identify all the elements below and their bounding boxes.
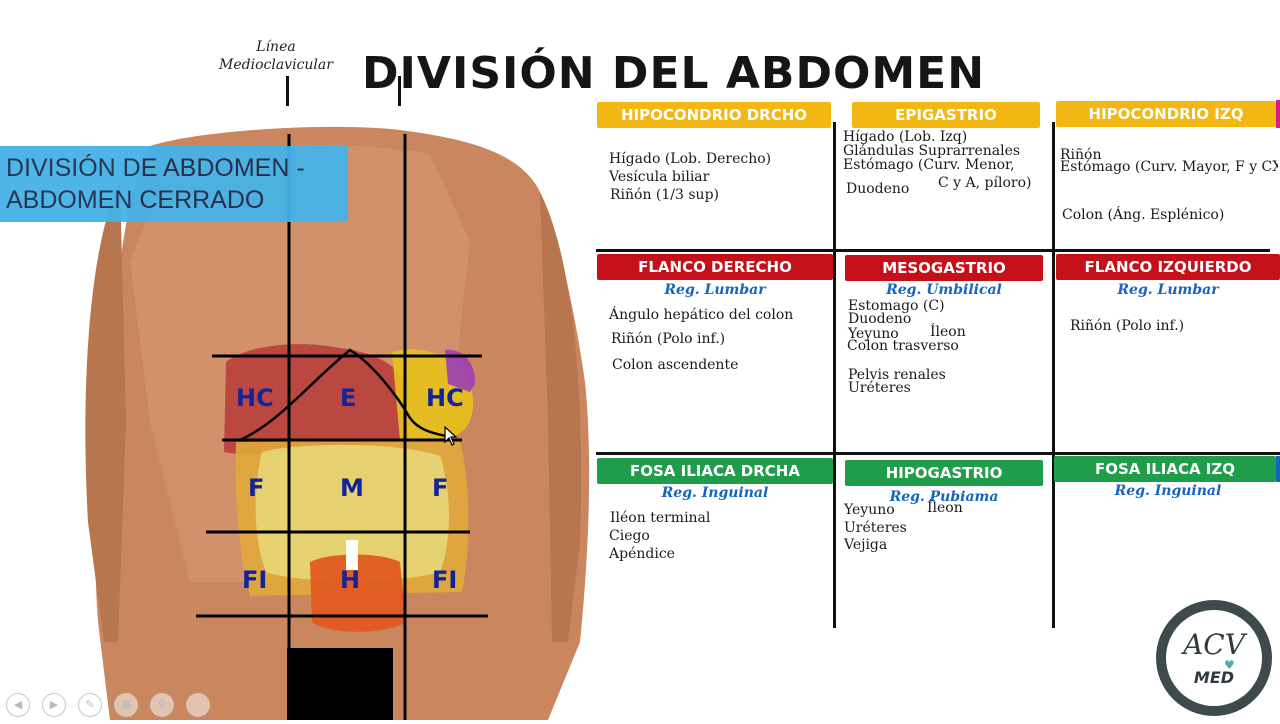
mesogastrio-item-5: Colon trasverso [847,338,959,354]
hipocondrio-izq-item-2: Estómago (Curv. Mayor, F y CX) [1060,159,1278,175]
flanco-derecho-item-1: Ángulo hepático del colon [609,307,794,323]
epigastrio-item-1: Hígado (Lob. Izq) [843,129,968,145]
region-label-f-left: F [248,474,265,502]
flanco-derecho-item-3: Colon ascendente [612,357,739,373]
hipocondrio-izq-item-3: Colon (Áng. Esplénico) [1062,207,1225,223]
header-epigastrio: EPIGASTRIO [852,102,1040,128]
flanco-derecho-subtitle: Reg. Lumbar [664,282,766,298]
abdomen-illustration [0,122,592,720]
page-title: DIVISIÓN DEL ABDOMEN [362,48,986,99]
header-hipogastrio: HIPOGASTRIO [845,460,1043,486]
mesogastrio-item-7: Uréteres [848,380,911,396]
stethoscope-icon: ♥ [1224,658,1235,672]
hipogastrio-item-1: Yeyuno [844,502,895,518]
abdomen-figure [85,126,590,720]
header-fosa-iliaca-drcha: FOSA ILIACA DRCHA [597,458,833,484]
region-label-h: H [340,566,361,594]
edge-accent-pink [1276,100,1280,128]
table-divider-h2 [596,452,1280,455]
mesogastrio-item-1: Estomago (C) [848,298,945,314]
epigastrio-item-4: C y A, píloro) [938,175,1032,191]
table-divider-v2 [1052,122,1055,628]
linea-medioclavicular-label: Línea Medioclavicular [214,38,338,74]
hipocondrio-drcho-item-1: Hígado (Lob. Derecho) [609,151,772,167]
logo-text-top: ACV [1183,628,1245,661]
edge-accent-blue [1276,456,1280,482]
acv-med-logo-inner: ACV ♥ MED [1166,610,1262,706]
section-banner: DIVISIÓN DE ABDOMEN - ABDOMEN CERRADO [0,146,348,222]
fosa-iliaca-izq-subtitle: Reg. Inguinal [1114,483,1222,499]
header-mesogastrio: MESOGASTRIO [845,255,1043,281]
linea-label-line1: Línea [256,39,296,55]
epigastrio-item-2: Glándulas Suprarrenales [843,143,1021,159]
mesogastrio-subtitle: Reg. Umbilical [886,282,1002,298]
slides-icon[interactable]: ▦ [114,693,138,717]
zoom-icon[interactable]: ⚲ [150,693,174,717]
banner-line1: DIVISIÓN DE ABDOMEN - [6,154,305,182]
hipogastrio-item-3: Uréteres [844,520,907,536]
header-hipocondrio-izq: HIPOCONDRIO IZQ [1056,101,1276,127]
region-label-fi-left: FI [242,566,268,594]
header-flanco-derecho: FLANCO DERECHO [597,254,833,280]
mouse-cursor-icon [444,426,458,446]
previous-icon[interactable]: ◀ [6,693,30,717]
banner-line2: ABDOMEN CERRADO [6,186,265,214]
linea-tick-left [286,76,289,106]
table-divider-h1 [596,249,1270,252]
linea-tick-right [398,76,401,106]
mesogastrio-item-2: Duodeno [848,311,912,327]
more-icon[interactable]: … [186,693,210,717]
header-hipocondrio-drcho: HIPOCONDRIO DRCHO [597,102,831,128]
logo-text-bottom: MED [1193,668,1235,687]
hipogastrio-subtitle: Reg. Pubiama [889,489,999,505]
epigastrio-item-5: Duodeno [846,181,910,197]
header-flanco-izquierdo: FLANCO IZQUIERDO [1056,254,1280,280]
mesogastrio-item-3: Yeyuno [848,326,899,342]
hipocondrio-izq-item-1: Riñón [1060,147,1102,163]
fosa-iliaca-drcha-subtitle: Reg. Inguinal [661,485,769,501]
pen-icon[interactable]: ✎ [78,693,102,717]
region-label-e: E [340,384,357,412]
fosa-iliaca-drcha-item-3: Apéndice [609,546,675,562]
flanco-izquierdo-item-1: Riñón (Polo inf.) [1070,318,1185,334]
fosa-iliaca-drcha-item-1: Iléon terminal [610,510,711,526]
fosa-iliaca-drcha-item-2: Ciego [609,528,650,544]
mesogastrio-item-6: Pelvis renales [848,367,946,383]
mesogastrio-item-4: Íleon [930,324,966,340]
hipocondrio-drcho-item-2: Vesícula biliar [609,169,710,185]
region-label-hc-right: HC [426,384,464,412]
linea-label-line2: Medioclavicular [219,57,333,73]
epigastrio-item-3: Estómago (Curv. Menor, [843,157,1015,173]
header-fosa-iliaca-izq: FOSA ILIACA IZQ [1054,456,1276,482]
hipocondrio-drcho-item-3: Riñón (1/3 sup) [610,187,719,203]
region-label-hc-left: HC [236,384,274,412]
region-label-m: M [340,474,364,502]
next-icon[interactable]: ▶ [42,693,66,717]
hipogastrio-item-4: Vejiga [844,537,888,553]
table-divider-v1 [833,122,836,628]
flanco-derecho-item-2: Riñón (Polo inf.) [611,331,726,347]
region-label-f-right: F [432,474,449,502]
region-label-fi-right: FI [432,566,458,594]
hipogastrio-item-2: Íleon [927,500,963,516]
flanco-izquierdo-subtitle: Reg. Lumbar [1117,282,1219,298]
